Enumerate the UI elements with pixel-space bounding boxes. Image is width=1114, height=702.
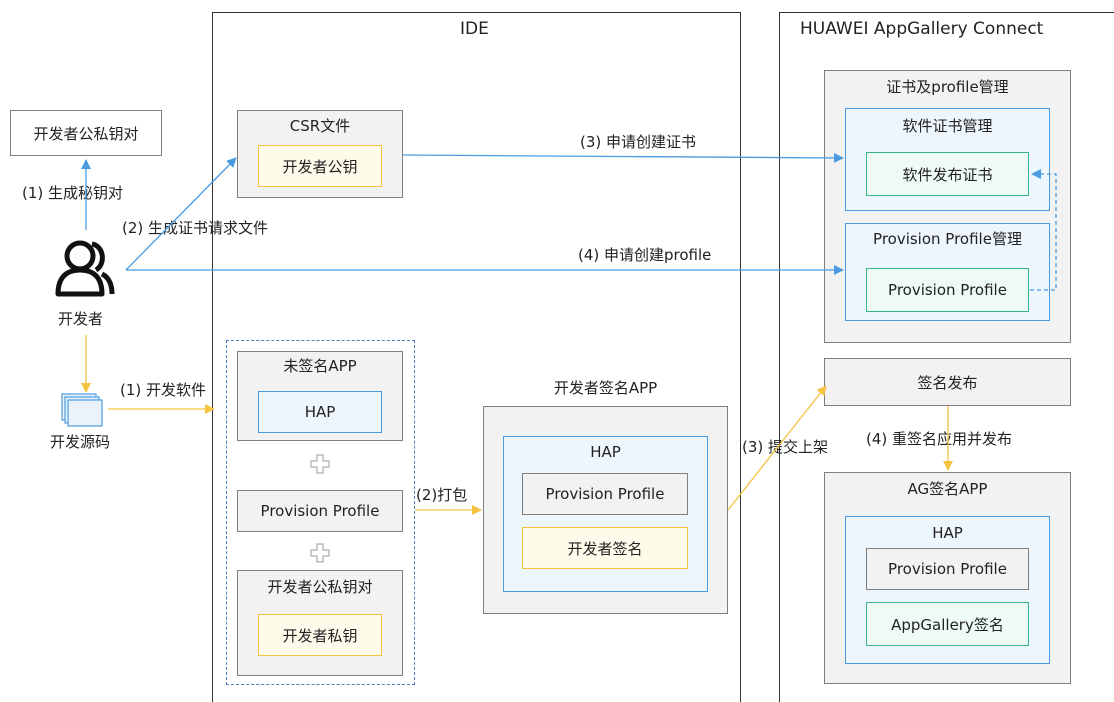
step-apply-profile: (4) 申请创建profile <box>578 246 712 264</box>
step-generate-keypair: (1) 生成秘钥对 <box>22 184 124 202</box>
unsigned-hap-box: HAP <box>258 391 382 433</box>
step-resign-publish: (4) 重签名应用并发布 <box>866 430 1013 448</box>
sign-release-label: 签名发布 <box>917 373 978 392</box>
provision-profile-box: Provision Profile <box>237 490 403 532</box>
step-pack: (2)打包 <box>416 486 468 504</box>
arrow-developer-to-csr <box>125 157 237 271</box>
ag-hap-title: HAP <box>932 524 963 542</box>
unsigned-inputs-group <box>226 340 415 685</box>
agc-provision-profile-box: Provision Profile <box>866 268 1029 312</box>
developer-private-key-box: 开发者私钥 <box>258 614 382 656</box>
source-code-label: 开发源码 <box>50 433 111 451</box>
appgallery-signature-box: AppGallery签名 <box>866 602 1029 646</box>
unsigned-hap-label: HAP <box>304 403 336 421</box>
ag-signed-app-title: AG签名APP <box>907 480 988 498</box>
cert-profile-mgmt-title: 证书及profile管理 <box>886 78 1009 96</box>
ag-provision-profile-label: Provision Profile <box>888 560 1007 578</box>
software-release-cert-label: 软件发布证书 <box>902 165 993 184</box>
ag-provision-profile-box: Provision Profile <box>866 548 1029 590</box>
arrow-submit <box>727 385 827 511</box>
developer-signed-app-title: 开发者签名APP <box>553 379 658 397</box>
provision-profile-label: Provision Profile <box>260 502 380 520</box>
unsigned-app-title: 未签名APP <box>283 357 357 375</box>
step-develop-software: (1) 开发软件 <box>120 381 207 399</box>
developer-label: 开发者 <box>58 310 104 328</box>
step-apply-certificate: (3) 申请创建证书 <box>580 133 697 151</box>
signed-provision-profile-label: Provision Profile <box>545 485 665 503</box>
arrow-csr-to-release-cert <box>402 152 844 163</box>
appgallery-signature-label: AppGallery签名 <box>891 615 1004 634</box>
developer-signature-label: 开发者签名 <box>567 539 643 558</box>
developer-signature-box: 开发者签名 <box>522 527 688 569</box>
agc-provision-profile-label: Provision Profile <box>888 281 1007 299</box>
developer-private-key-label: 开发者私钥 <box>282 626 358 645</box>
agc-column <box>779 12 1114 702</box>
plus-icon-1 <box>310 454 330 474</box>
arrow-profile-to-cert-dashed <box>1030 169 1057 291</box>
software-release-cert-box: 软件发布证书 <box>866 152 1029 196</box>
ide-column-title: IDE <box>460 19 489 39</box>
developer-public-key-box: 开发者公钥 <box>258 145 382 187</box>
sign-release-box: 签名发布 <box>824 358 1071 406</box>
step-generate-csr: (2) 生成证书请求文件 <box>122 219 269 237</box>
developer-public-key-label: 开发者公钥 <box>282 157 358 176</box>
developer-keypair-label: 开发者公私钥对 <box>33 124 139 143</box>
agc-column-title: HUAWEI AppGallery Connect <box>800 19 1044 39</box>
ide-column <box>212 12 741 702</box>
plus-icon-2 <box>310 543 330 563</box>
step-submit: (3) 提交上架 <box>742 438 829 456</box>
source-code-icon <box>60 392 106 428</box>
csr-file-title: CSR文件 <box>289 117 351 135</box>
developer-keypair-box: 开发者公私钥对 <box>10 110 162 156</box>
signed-hap-title: HAP <box>590 443 621 461</box>
developer-icon <box>50 236 116 298</box>
developer-keypair-ide-title: 开发者公私钥对 <box>267 578 373 596</box>
signed-provision-profile-box: Provision Profile <box>522 473 688 515</box>
provision-profile-mgmt-title: Provision Profile管理 <box>873 230 1022 248</box>
software-cert-mgmt-title: 软件证书管理 <box>902 117 993 135</box>
